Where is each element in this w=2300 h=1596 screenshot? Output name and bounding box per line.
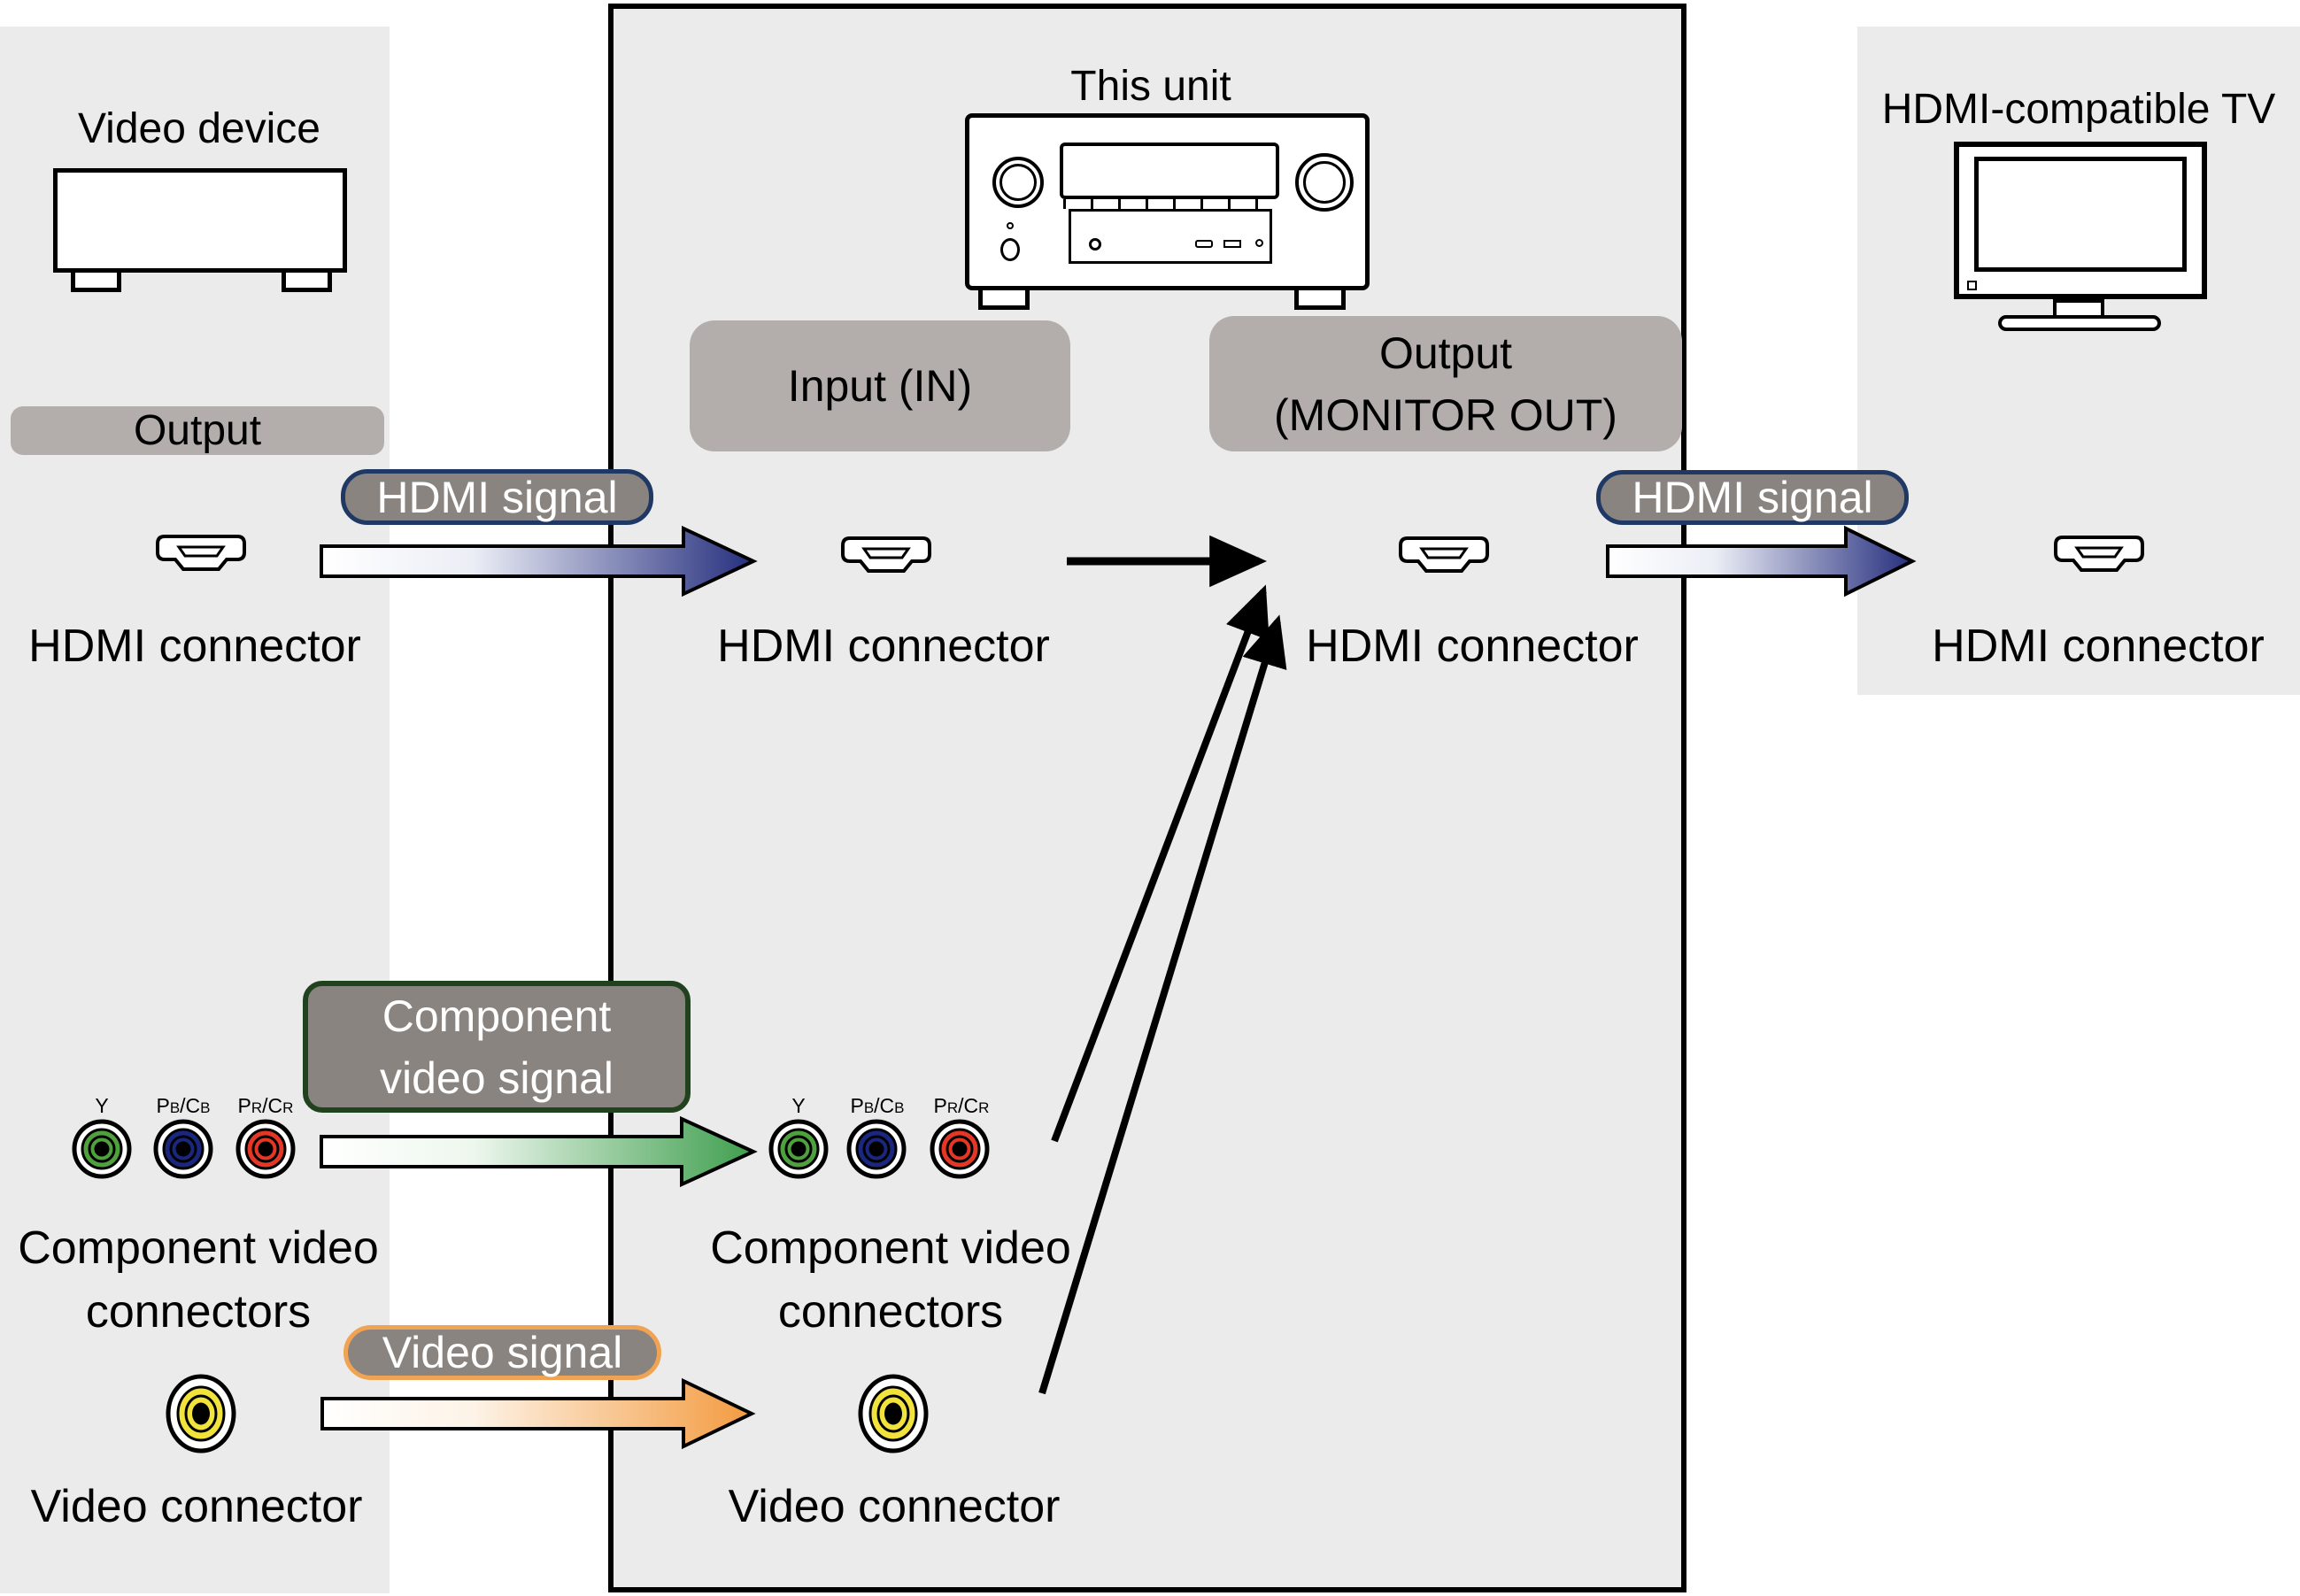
component-connectors-label-unit-line2: connectors xyxy=(777,1286,1004,1338)
component-pbcb-label-unit: PB/CB xyxy=(850,1094,905,1117)
receiver-knob-left-icon xyxy=(992,157,1044,208)
component-signal-badge: Component video signal xyxy=(303,981,691,1113)
rca-jack-y-icon-device xyxy=(72,1119,132,1179)
output-badge-label: Output xyxy=(133,407,262,454)
rca-jack-pr-icon-unit xyxy=(930,1119,990,1179)
component-connectors-label-unit: Component video connectors xyxy=(669,1216,1112,1344)
receiver-phones-jack-icon xyxy=(1089,238,1101,251)
tv-indicator-icon xyxy=(1967,281,1977,290)
video-connector-label-unit: Video connector xyxy=(728,1481,1061,1532)
component-prcr-label-device: PR/CR xyxy=(237,1094,294,1117)
component-y-label-unit: Y xyxy=(791,1094,806,1117)
component-signal-arrow xyxy=(320,1115,758,1188)
rca-jack-pb-icon-unit xyxy=(846,1119,907,1179)
receiver-display-window xyxy=(1060,143,1279,199)
tv-illustration xyxy=(1954,142,2207,299)
av-receiver-illustration xyxy=(965,113,1370,290)
input-in-badge-label: Input (IN) xyxy=(787,361,973,411)
monitor-out-badge-line1: Output xyxy=(1378,328,1513,378)
hdmi-signal-badge-left: HDMI signal xyxy=(341,469,653,525)
receiver-vent-ticks xyxy=(1063,199,1276,209)
receiver-usb-slot-icon xyxy=(1223,240,1241,248)
video-device-foot-right xyxy=(282,268,332,292)
hdmi-signal-arrow-left xyxy=(320,525,758,598)
receiver-front-panel xyxy=(1069,209,1272,264)
hdmi-port-icon-device xyxy=(156,535,246,571)
video-signal-badge-label: Video signal xyxy=(382,1328,623,1377)
component-prcr-label-unit: PR/CR xyxy=(933,1094,990,1117)
hdmi-signal-badge-right-label: HDMI signal xyxy=(1632,473,1873,522)
video-device-illustration xyxy=(53,168,347,273)
component-connectors-label-device: Component video connectors xyxy=(0,1216,420,1344)
hdmi-connector-label-output: HDMI connector xyxy=(1306,621,1639,672)
video-connector-label-device: Video connector xyxy=(30,1481,363,1532)
output-badge: Output xyxy=(11,406,384,455)
hdmi-connector-label-device: HDMI connector xyxy=(28,621,361,672)
receiver-hdmi-slot-icon xyxy=(1195,240,1213,248)
rca-jack-y-icon-unit xyxy=(768,1119,829,1179)
video-upconvert-arrow xyxy=(1038,614,1287,1395)
rca-jack-pr-icon-device xyxy=(235,1119,296,1179)
tv-screen xyxy=(1974,157,2187,272)
video-signal-arrow xyxy=(320,1377,756,1450)
monitor-out-badge-line2: (MONITOR OUT) xyxy=(1274,389,1617,440)
rca-jack-video-icon-unit xyxy=(858,1374,929,1453)
component-pbcb-label-device: PB/CB xyxy=(156,1094,211,1117)
hdmi-port-icon-tv xyxy=(2054,536,2144,572)
component-upconvert-arrow xyxy=(1051,584,1270,1143)
receiver-power-button-icon xyxy=(1000,238,1020,261)
tv-stand-base xyxy=(1998,315,2161,331)
video-device-foot-left xyxy=(71,268,121,292)
rca-jack-pb-icon-device xyxy=(153,1119,213,1179)
tv-panel xyxy=(1857,27,2300,695)
receiver-power-led-icon xyxy=(1007,222,1014,229)
rca-jack-video-icon-device xyxy=(166,1374,236,1453)
component-signal-badge-line2: video signal xyxy=(379,1052,614,1103)
input-in-badge: Input (IN) xyxy=(690,320,1070,451)
hdmi-signal-badge-right: HDMI signal xyxy=(1596,470,1909,525)
component-connectors-label-unit-line1: Component video xyxy=(710,1222,1071,1274)
hdmi-port-icon-output xyxy=(1399,536,1489,573)
monitor-out-badge: Output (MONITOR OUT) xyxy=(1209,316,1682,451)
component-connectors-label-device-line2: connectors xyxy=(85,1286,312,1338)
component-signal-badge-line1: Component xyxy=(382,991,612,1041)
tv-title: HDMI-compatible TV xyxy=(1881,86,2276,133)
hdmi-port-icon-input xyxy=(841,536,931,573)
video-device-title: Video device xyxy=(78,105,320,152)
hdmi-connector-label-tv: HDMI connector xyxy=(1932,621,2265,672)
receiver-setup-mic-icon xyxy=(1255,239,1263,247)
hdmi-signal-arrow-right xyxy=(1606,525,1917,598)
component-connectors-label-device-line1: Component video xyxy=(18,1222,379,1274)
component-y-label-device: Y xyxy=(95,1094,109,1117)
hdmi-signal-badge-left-label: HDMI signal xyxy=(376,472,618,522)
this-unit-title: This unit xyxy=(1070,63,1231,110)
receiver-knob-right-icon xyxy=(1295,153,1354,212)
hdmi-connector-label-input: HDMI connector xyxy=(717,621,1050,672)
video-signal-badge: Video signal xyxy=(343,1325,661,1380)
